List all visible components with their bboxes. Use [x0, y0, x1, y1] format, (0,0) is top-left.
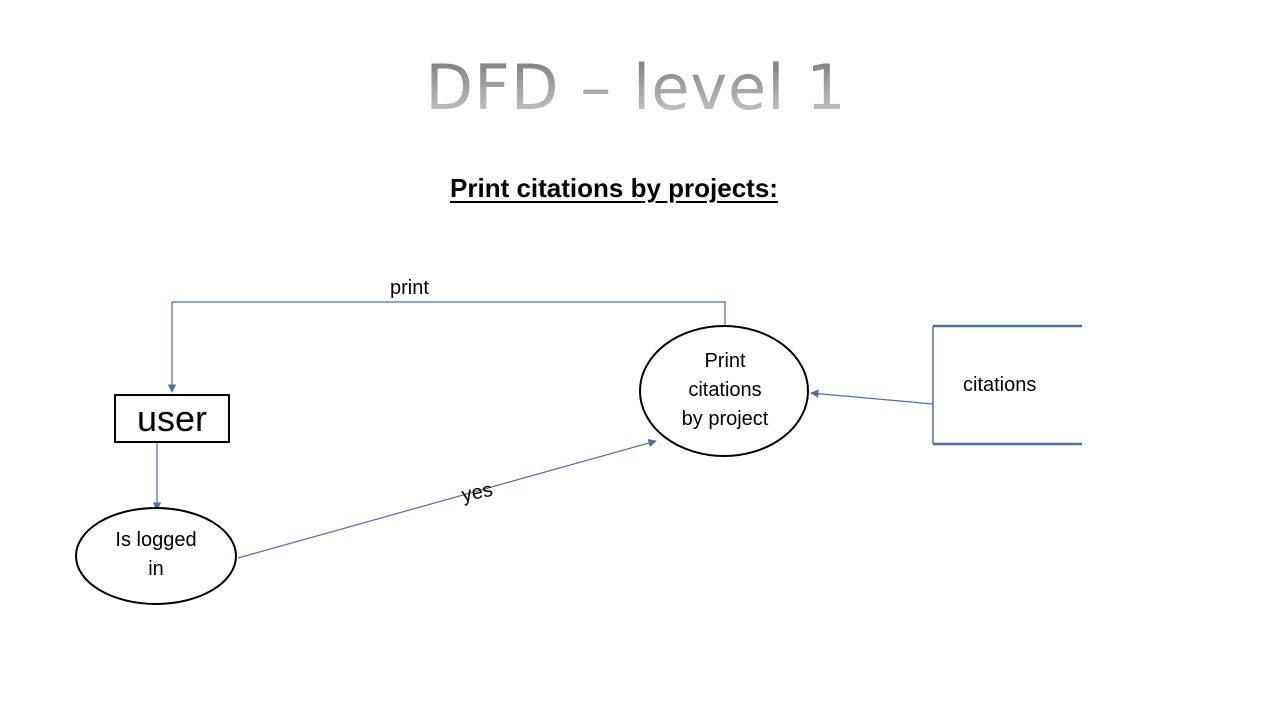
flow-citations-to-process-line: [810, 389, 934, 405]
process-print-citations-line-2: citations: [688, 379, 762, 401]
flow-yes-line: [237, 438, 657, 559]
process-print-citations-label: Print citations by project: [645, 347, 805, 434]
process-is-logged-in-line-1: Is logged: [115, 529, 197, 551]
slide-title: DFD – level 1: [0, 48, 1272, 128]
process-print-citations-shape: [639, 325, 809, 457]
slide-subtitle: Print citations by projects:: [450, 173, 778, 203]
process-is-logged-in-line-2: in: [148, 558, 164, 580]
process-print-citations-line-3: by project: [681, 408, 769, 430]
process-is-logged-in-label: Is logged in: [78, 526, 234, 584]
flow-print-label: print: [390, 277, 429, 299]
process-print-citations-line-1: Print: [704, 350, 746, 372]
data-store-citations-label: citations: [963, 374, 1037, 396]
data-store-citations-shape: [932, 324, 1082, 446]
entity-user: user: [114, 394, 230, 443]
entity-user-label: user: [136, 397, 208, 439]
process-is-logged-in-shape: [75, 507, 237, 605]
flow-print-line: [167, 301, 726, 393]
